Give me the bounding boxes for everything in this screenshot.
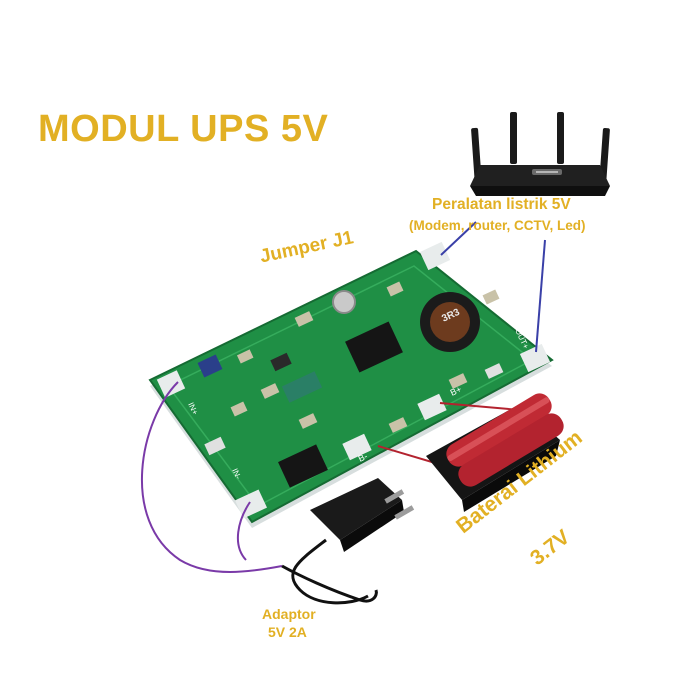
adaptor-label: Adaptor — [262, 606, 316, 622]
router-image — [470, 112, 610, 196]
battery-holder-image — [426, 393, 564, 512]
adaptor-spec: 5V 2A — [268, 624, 307, 640]
wiring — [140, 221, 546, 573]
pcb-board — [148, 241, 554, 528]
page-title: MODUL UPS 5V — [38, 108, 329, 150]
device-examples: (Modem, router, CCTV, Led) — [409, 218, 586, 233]
adaptor-image — [281, 478, 415, 605]
device-label: Peralatan listrik 5V — [432, 196, 571, 213]
